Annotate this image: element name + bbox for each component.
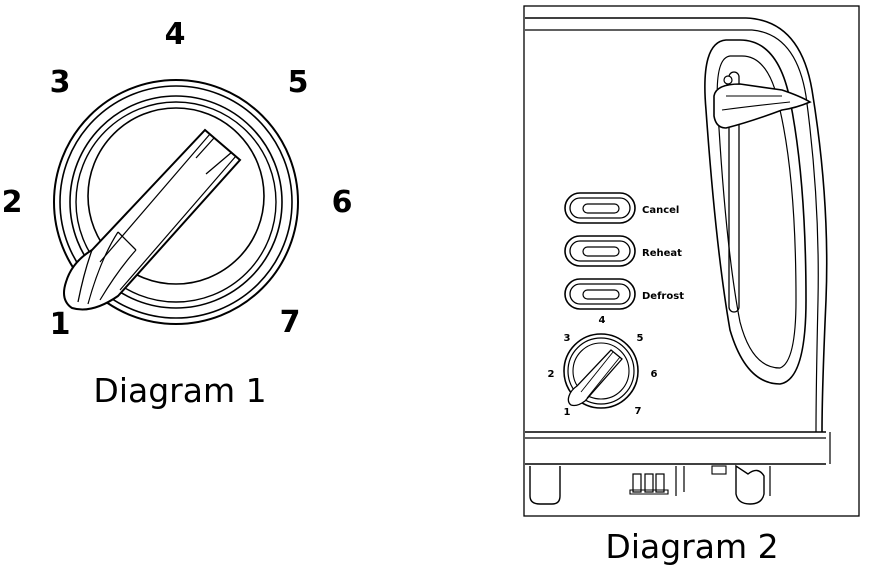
dial-1-number-6: 6 — [332, 185, 353, 220]
diagram-2: Cancel Reheat Defrost 4 3 5 2 6 1 7 — [523, 5, 860, 566]
diagram-1: 4 3 5 2 6 1 7 — [2, 17, 353, 410]
dial-1-numbers: 4 3 5 2 6 1 7 — [2, 17, 353, 342]
dial-2-number-6: 6 — [651, 369, 658, 380]
dial-1-number-2: 2 — [2, 185, 23, 220]
dial-1-number-1: 1 — [50, 307, 71, 342]
dial-1-number-5: 5 — [288, 65, 309, 100]
dial-2-knob[interactable] — [563, 333, 639, 409]
dial-1-face — [87, 107, 265, 285]
dial-1-number-7: 7 — [280, 305, 301, 340]
diagram-1-caption: Diagram 1 — [93, 371, 266, 410]
cancel-button-label: Cancel — [642, 205, 679, 216]
dial-1-number-3: 3 — [50, 65, 71, 100]
cancel-button[interactable] — [564, 192, 636, 224]
dial-1-middle-ring — [69, 95, 283, 309]
dial-2-numbers: 4 3 5 2 6 1 7 — [548, 315, 658, 418]
dial-1-knob[interactable] — [53, 79, 299, 325]
dial-1-middle-ring-inner — [75, 101, 277, 303]
diagram-2-frame — [523, 5, 860, 517]
defrost-button-label: Defrost — [642, 291, 684, 302]
dial-2-number-2: 2 — [548, 369, 555, 380]
reheat-button-label: Reheat — [642, 248, 682, 259]
dial-2-number-1: 1 — [564, 407, 571, 418]
toaster-body — [525, 17, 831, 465]
dial-2-number-4: 4 — [599, 315, 606, 326]
carriage-lever[interactable] — [713, 75, 812, 129]
control-buttons: Cancel Reheat Defrost — [564, 192, 684, 310]
diagram-2-caption: Diagram 2 — [605, 527, 778, 566]
dial-2-number-3: 3 — [564, 333, 571, 344]
dial-1-outer-ring — [53, 79, 299, 325]
dial-1-outer-ring-inner — [59, 85, 293, 319]
defrost-button[interactable] — [564, 278, 636, 310]
dial-2-number-7: 7 — [635, 406, 642, 417]
dial-1-pointer — [63, 128, 242, 311]
toaster-feet — [529, 464, 771, 505]
dial-1-number-4: 4 — [165, 17, 186, 52]
reheat-button[interactable] — [564, 235, 636, 267]
dial-2-number-5: 5 — [637, 333, 644, 344]
